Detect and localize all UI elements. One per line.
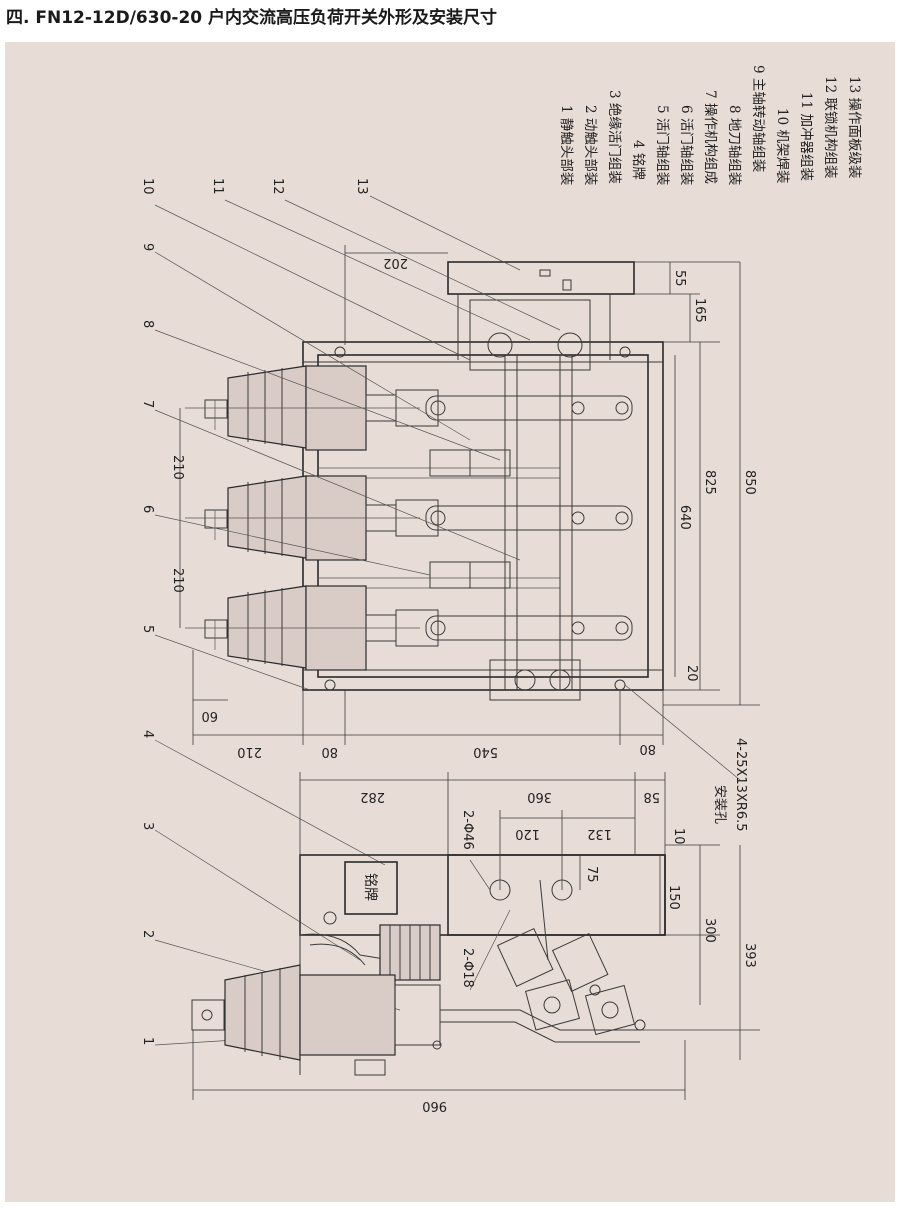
callout-3: 3 [140, 822, 155, 830]
side-view: 铭牌 [191, 854, 666, 1076]
callout-4: 4 [140, 730, 155, 738]
legend-item-7: 7 操作机构组成 [702, 90, 718, 184]
callout-10: 10 [140, 178, 155, 195]
side-view-dimensions: 282 360 58 120 132 10 75 150 300 393 960… [192, 738, 760, 1113]
dim-80-right: 80 [639, 741, 656, 756]
legend-item-13: 13 操作面板级装 [846, 76, 862, 178]
legend-item-1: 1 静触头部装 [558, 105, 574, 185]
dim-210-pitch-a: 210 [170, 455, 185, 480]
legend: 1 静触头部装 2 动触头部装 3 绝缘活门组装 4 铭牌 5 活门轴组装 6 … [558, 65, 862, 185]
nameplate-text: 铭牌 [362, 873, 379, 901]
callout-2: 2 [140, 930, 155, 938]
callout-6: 6 [140, 505, 155, 513]
dim-850: 850 [742, 470, 757, 495]
dim-393: 393 [742, 943, 757, 968]
dim-640: 640 [677, 505, 692, 530]
dim-120: 120 [515, 826, 540, 841]
note-mount-spec: 4-25X13XR6.5 [733, 738, 748, 832]
callout-12: 12 [270, 178, 285, 195]
callout-numbers: 10 11 12 13 9 8 7 6 5 4 3 2 1 [140, 178, 369, 1045]
callout-9: 9 [140, 243, 155, 251]
dim-300: 300 [702, 918, 717, 943]
callout-5: 5 [140, 625, 155, 633]
legend-item-2: 2 动触头部装 [582, 105, 598, 185]
dim-20: 20 [684, 665, 699, 682]
callout-8: 8 [140, 320, 155, 328]
dim-80-left: 80 [321, 744, 338, 759]
note-phi18: 2-Φ18 [460, 948, 475, 988]
dim-960: 960 [422, 1098, 447, 1113]
insulator-side [191, 924, 442, 1061]
dim-210-pitch-b: 210 [170, 568, 185, 593]
dim-165: 165 [692, 298, 707, 323]
legend-item-4: 4 铭牌 [630, 140, 647, 180]
dim-75: 75 [584, 866, 599, 883]
legend-item-6: 6 活门轴组装 [678, 105, 694, 185]
dim-540: 540 [473, 744, 498, 759]
dim-58: 58 [643, 789, 660, 804]
dim-282: 282 [360, 789, 385, 804]
page-title: 四. FN12-12D/630-20 户内交流高压负荷开关外形及安装尺寸 [6, 8, 498, 28]
dim-825: 825 [702, 470, 717, 495]
dim-55: 55 [672, 270, 687, 287]
legend-item-10: 10 机架焊装 [774, 108, 790, 183]
note-phi46: 2-Φ46 [460, 810, 475, 850]
note-mount-holes: 安装孔 [712, 785, 727, 824]
callout-13: 13 [354, 178, 369, 195]
legend-item-12: 12 联锁机构组装 [822, 76, 838, 178]
dim-10: 10 [671, 828, 686, 845]
front-view-dimensions: 202 55 165 825 850 640 20 210 210 60 210… [170, 245, 760, 759]
legend-item-8: 8 地刀轴组装 [726, 105, 742, 185]
callout-1: 1 [140, 1037, 155, 1045]
callout-11: 11 [210, 178, 225, 195]
front-view [185, 261, 664, 701]
dim-60: 60 [201, 708, 218, 723]
dim-360: 360 [527, 789, 552, 804]
nameplate: 铭牌 [344, 861, 398, 915]
legend-item-5: 5 活门轴组装 [654, 105, 670, 185]
dim-202: 202 [383, 255, 408, 270]
legend-item-9: 9 主轴转动轴组装 [750, 65, 766, 172]
legend-item-3: 3 绝缘活门组装 [606, 90, 622, 184]
dim-210-depth: 210 [237, 744, 262, 759]
dim-132: 132 [587, 826, 612, 841]
callout-7: 7 [140, 400, 155, 408]
legend-item-11: 11 加冲器组装 [798, 92, 814, 181]
dim-150: 150 [666, 885, 681, 910]
